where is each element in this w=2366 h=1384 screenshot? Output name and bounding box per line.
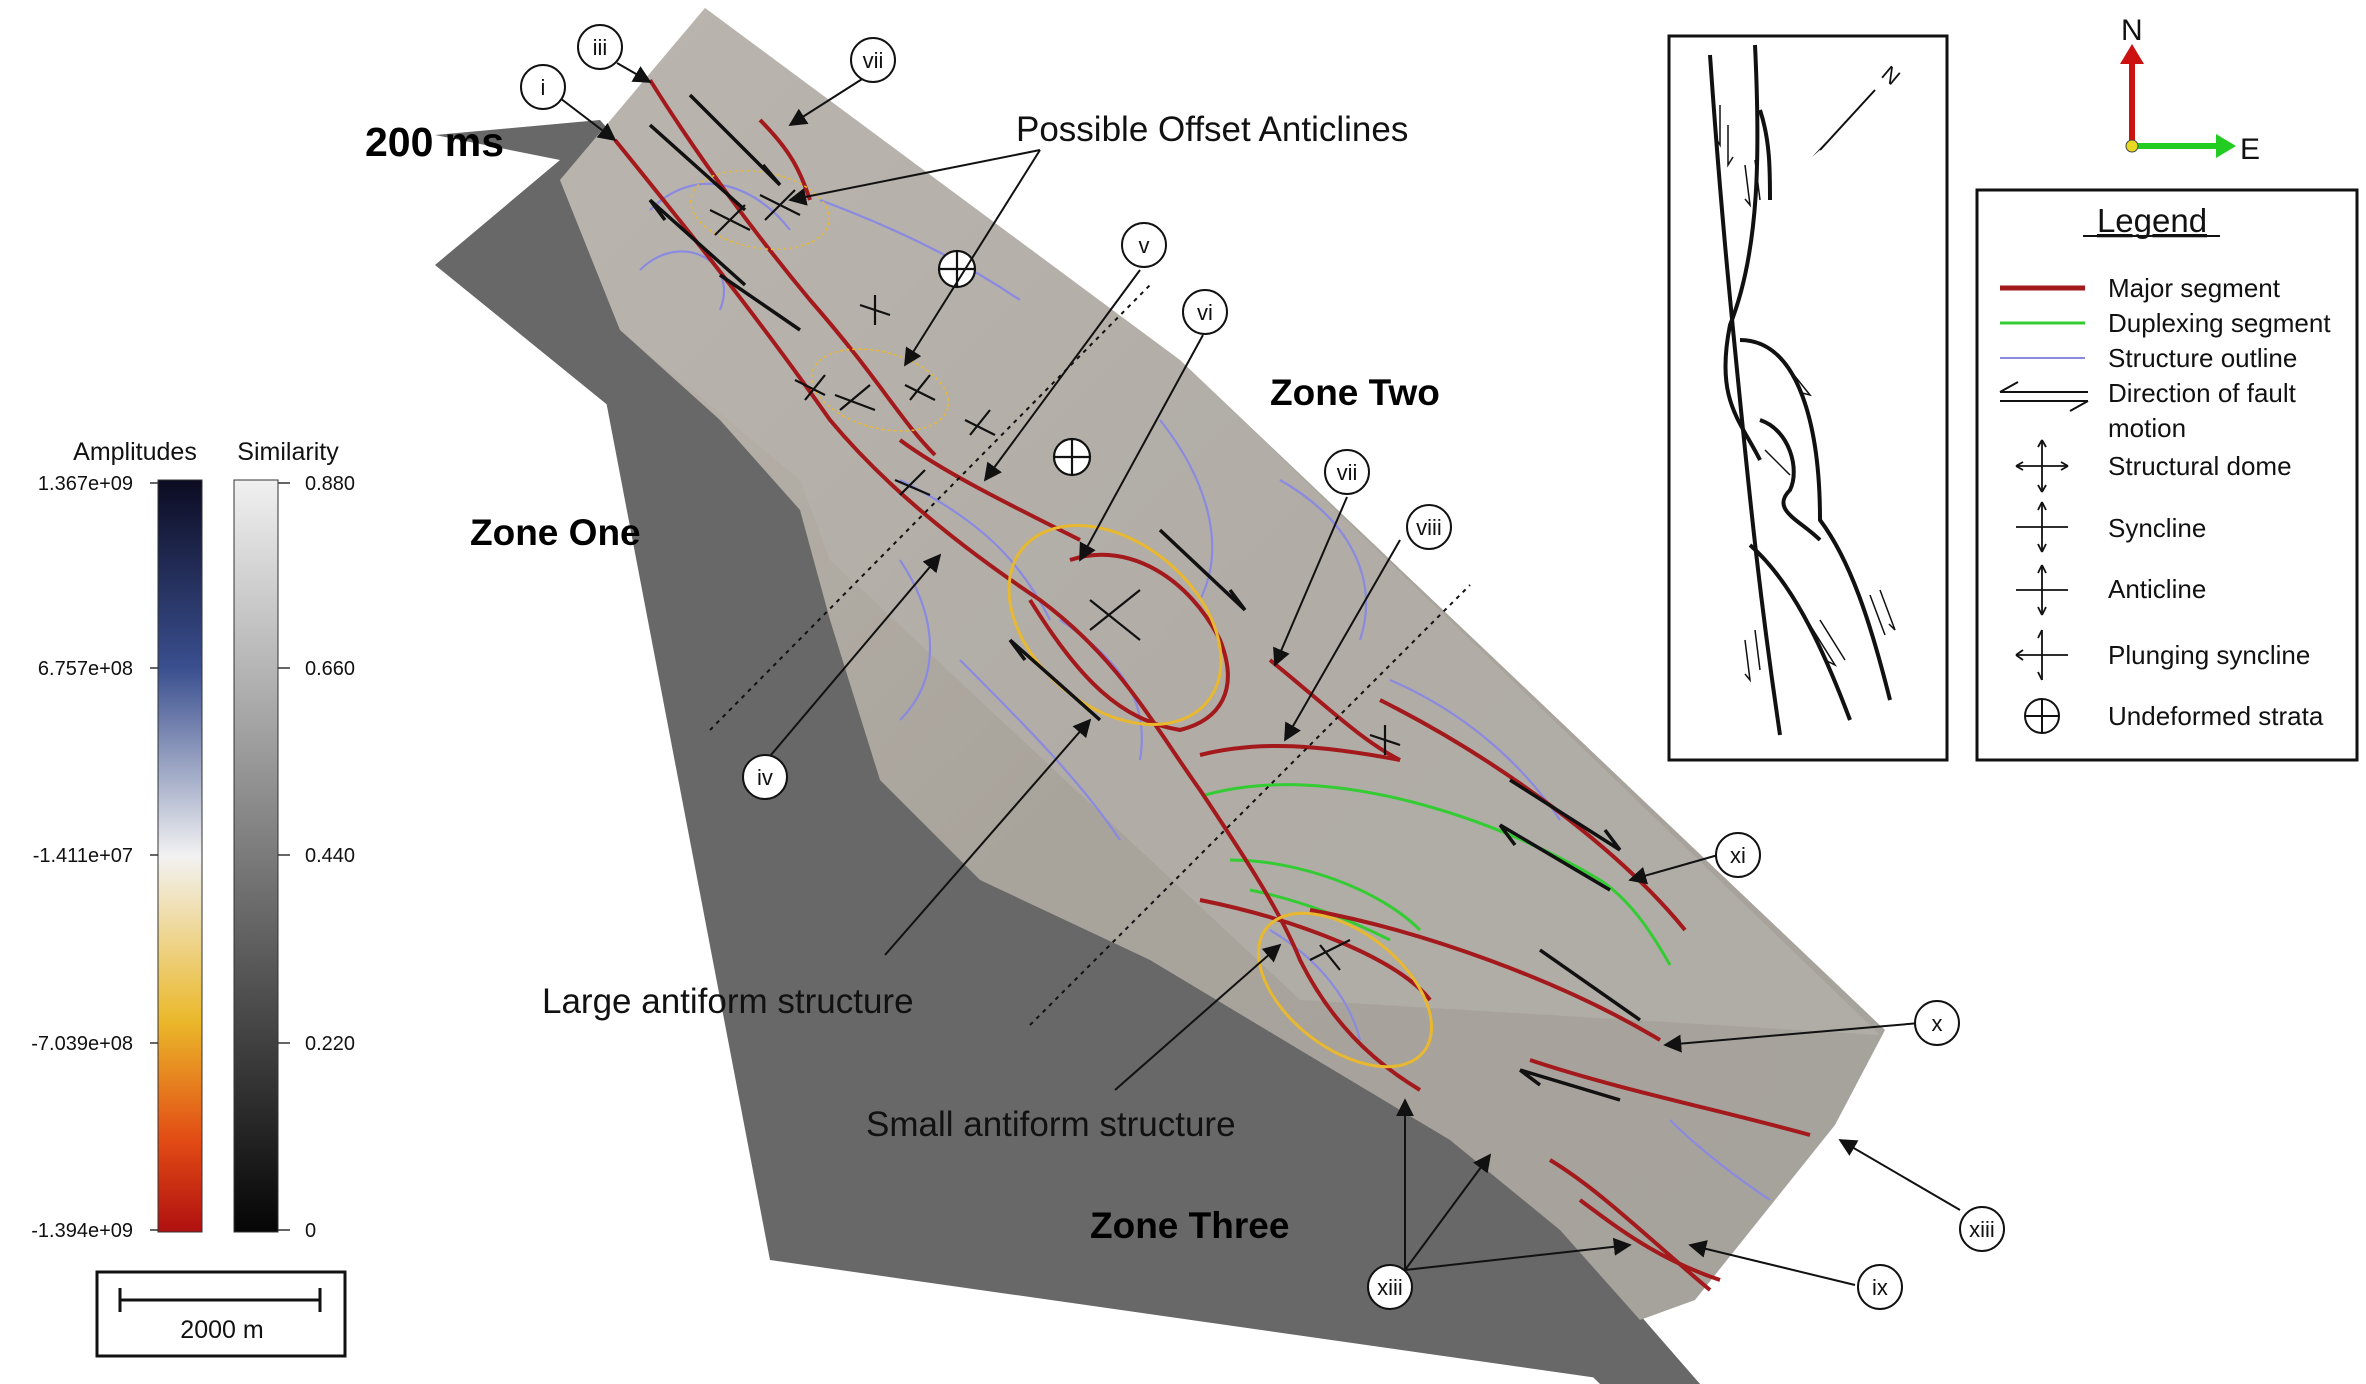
fault-label-xi: [1715, 832, 1761, 878]
fault-label-texts: iii i vii v vi vii viii iv xi x xiii ix …: [541, 35, 1995, 1300]
svg-text:iii: iii: [593, 35, 608, 60]
scale-bar: 2000 m: [95, 1270, 347, 1358]
fault-label-xiii-bottom: [1367, 1264, 1413, 1310]
zone-one-label: Zone One: [470, 512, 641, 553]
legend-item-structure-outline: Structure outline: [2000, 343, 2297, 373]
legend-item-structural-dome: Structural dome: [2015, 439, 2292, 493]
svg-text:vii: vii: [863, 48, 884, 73]
svg-text:Major segment: Major segment: [2108, 273, 2281, 303]
svg-text:0: 0: [305, 1220, 316, 1242]
seismic-slice-upper: [560, 8, 1880, 1035]
svg-text:-1.394e+09: -1.394e+09: [31, 1220, 133, 1242]
legend-item-duplexing-segment: Duplexing segment: [2000, 308, 2331, 338]
svg-text:0.880: 0.880: [305, 473, 355, 495]
svg-text:xi: xi: [1730, 843, 1746, 868]
svg-text:v: v: [1139, 233, 1150, 258]
syncline-symbol: [794, 374, 826, 401]
legend-item-fault-motion: Direction of fault motion: [1999, 378, 2297, 443]
legend-item-undeformed-strata: Undeformed strata: [2024, 698, 2324, 734]
similarity-colorbar: Similarity 0.880 0.660 0.440 0.220 0: [233, 438, 355, 1242]
plunging-syncline-symbol: [709, 204, 751, 236]
fault-label-ix: [1857, 1264, 1903, 1310]
svg-text:viii: viii: [1416, 515, 1442, 540]
svg-text:Syncline: Syncline: [2108, 513, 2206, 543]
svg-text:Direction of fault: Direction of fault: [2108, 378, 2297, 408]
legend-item-major-segment: Major segment: [2000, 273, 2281, 303]
svg-text:Amplitudes: Amplitudes: [73, 438, 197, 466]
svg-text:0.440: 0.440: [305, 845, 355, 867]
structural-dome-symbol: [1089, 589, 1141, 641]
fault-label-i: [520, 64, 566, 110]
svg-text:xiii: xiii: [1969, 1217, 1995, 1242]
fault-label-iii: [577, 24, 623, 70]
svg-text:xiii: xiii: [1377, 1275, 1403, 1300]
legend-item-syncline: Syncline: [2016, 501, 2206, 553]
svg-text:Undeformed strata: Undeformed strata: [2108, 701, 2324, 731]
svg-text:6.757e+08: 6.757e+08: [38, 658, 133, 680]
zone-three-label: Zone Three: [1090, 1205, 1289, 1246]
syncline-symbol: [894, 469, 931, 497]
syncline-symbol: [859, 295, 891, 325]
amplitude-colorbar: Amplitudes 1.367e+09 6.757e+08 -1.411e+0…: [31, 438, 203, 1242]
syncline-symbol: [1369, 725, 1401, 755]
fault-motion-arrows: [648, 93, 1642, 1102]
svg-text:ix: ix: [1872, 1275, 1888, 1300]
svg-text:0.220: 0.220: [305, 1033, 355, 1055]
time-slice-label: 200 ms: [365, 119, 504, 165]
svg-text:Plunging syncline: Plunging syncline: [2108, 640, 2310, 670]
small-antiform-label: Small antiform structure: [866, 1105, 1236, 1144]
svg-text:motion: motion: [2108, 413, 2186, 443]
svg-text:vii: vii: [1337, 460, 1358, 485]
fault-label-v: [1121, 222, 1167, 268]
svg-text:-7.039e+08: -7.039e+08: [31, 1033, 133, 1055]
svg-text:0.660: 0.660: [305, 658, 355, 680]
compass-arrows: N E: [2120, 14, 2260, 166]
large-antiform-label: Large antiform structure: [542, 982, 914, 1021]
svg-text:Legend: Legend: [2097, 202, 2207, 239]
svg-text:1.367e+09: 1.367e+09: [38, 473, 133, 495]
syncline-symbol: [904, 374, 936, 401]
fault-label-vi: [1182, 289, 1228, 335]
undeformed-strata-icon: [1052, 437, 1092, 477]
syncline-symbol: [964, 409, 996, 436]
structural-symbols: [709, 189, 1401, 971]
fault-label-xiii-right: [1959, 1206, 2005, 1252]
inset-diagram: N: [1667, 34, 1949, 762]
svg-text:-1.411e+07: -1.411e+07: [33, 845, 133, 867]
fault-label-vii-top: [850, 37, 896, 83]
svg-text:Structure outline: Structure outline: [2108, 343, 2297, 373]
svg-text:vi: vi: [1197, 300, 1213, 325]
fault-label-vii: [1324, 449, 1370, 495]
fault-label-iv: [742, 754, 788, 800]
svg-text:Similarity: Similarity: [237, 438, 339, 466]
fault-label-x: [1914, 1000, 1960, 1046]
svg-text:Duplexing segment: Duplexing segment: [2108, 308, 2331, 338]
svg-text:N: N: [2121, 14, 2143, 47]
undeformed-strata-symbols: [937, 249, 1092, 477]
svg-text:x: x: [1932, 1011, 1943, 1036]
anticline-symbol: [1309, 939, 1351, 971]
undeformed-strata-icon: [937, 249, 977, 289]
annotation-leaders: [555, 62, 1961, 1286]
legend: Legend Major segment Duplexing segment S…: [1975, 188, 2359, 762]
legend-item-anticline: Anticline: [2016, 564, 2206, 616]
svg-text:i: i: [541, 75, 546, 100]
svg-text:2000 m: 2000 m: [180, 1316, 263, 1344]
syncline-symbol: [834, 384, 876, 412]
fault-label-viii: [1406, 504, 1452, 550]
svg-text:iv: iv: [757, 765, 773, 790]
svg-text:Anticline: Anticline: [2108, 574, 2206, 604]
svg-text:E: E: [2240, 133, 2260, 166]
possible-offset-anticlines-label: Possible Offset Anticlines: [1016, 110, 1408, 149]
fault-label-circles: [520, 24, 2005, 1310]
legend-item-plunging-syncline: Plunging syncline: [2015, 629, 2310, 681]
svg-text:Structural dome: Structural dome: [2108, 451, 2292, 481]
zone-two-label: Zone Two: [1270, 372, 1440, 413]
